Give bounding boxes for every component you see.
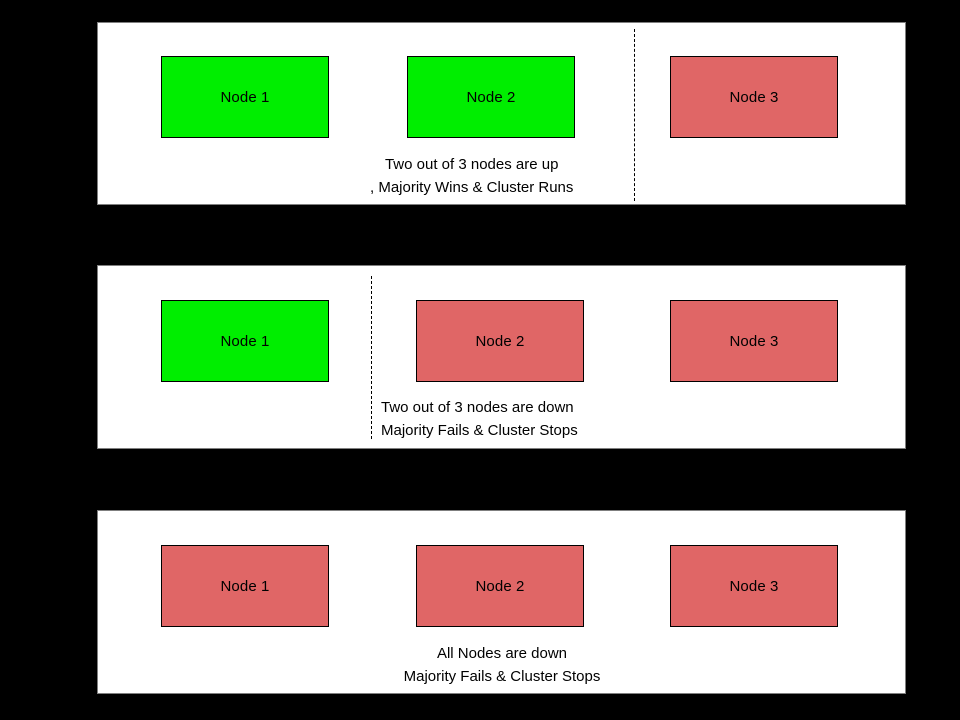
node-label: Node 3 [729,88,779,106]
scenario-panel-two-down: Node 1 Node 2 Node 3 Two out of 3 nodes … [97,265,906,449]
panel-caption: Two out of 3 nodes are up , Majority Win… [370,153,573,199]
node-box-2[interactable]: Node 2 [416,300,584,382]
panel-caption: All Nodes are down Majority Fails & Clus… [377,642,627,688]
node-box-1[interactable]: Node 1 [161,300,329,382]
node-label: Node 2 [475,577,525,595]
node-box-3[interactable]: Node 3 [670,545,838,627]
caption-line-2: , Majority Wins & Cluster Runs [370,179,574,196]
node-box-3[interactable]: Node 3 [670,56,838,138]
node-box-1[interactable]: Node 1 [161,545,329,627]
panel-caption: Two out of 3 nodes are down Majority Fai… [381,396,578,442]
node-box-1[interactable]: Node 1 [161,56,329,138]
caption-line-2: Majority Fails & Cluster Stops [381,422,578,439]
node-box-2[interactable]: Node 2 [407,56,575,138]
node-label: Node 2 [466,88,516,106]
scenario-panel-two-up: Node 1 Node 2 Node 3 Two out of 3 nodes … [97,22,906,205]
quorum-divider-dashed-line [371,276,372,439]
caption-line-1: Two out of 3 nodes are down [381,399,574,416]
node-label: Node 1 [220,88,270,106]
caption-line-2: Majority Fails & Cluster Stops [403,668,601,685]
caption-line-1: Two out of 3 nodes are up [384,156,559,173]
scenario-panel-all-down: Node 1 Node 2 Node 3 All Nodes are down … [97,510,906,694]
quorum-divider-dashed-line [634,29,635,201]
node-label: Node 2 [475,332,525,350]
node-label: Node 1 [220,332,270,350]
node-label: Node 3 [729,577,779,595]
caption-line-1: All Nodes are down [436,645,568,662]
node-label: Node 3 [729,332,779,350]
node-box-2[interactable]: Node 2 [416,545,584,627]
node-label: Node 1 [220,577,270,595]
node-box-3[interactable]: Node 3 [670,300,838,382]
